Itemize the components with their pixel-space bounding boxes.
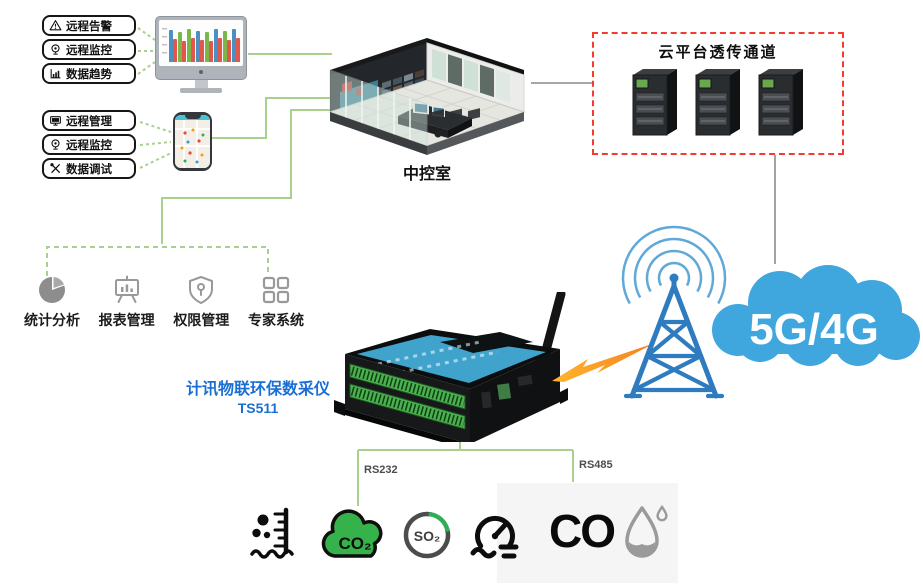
sensor-backdrop xyxy=(497,483,678,583)
bar-pair xyxy=(205,32,213,62)
signal-tower-icon xyxy=(621,225,727,399)
bar-pair xyxy=(214,29,222,62)
cloud-platform-title: 云平台透传通道 xyxy=(658,44,778,61)
monitor-camera-dot xyxy=(199,69,203,74)
func-report-label: 报表管理 xyxy=(98,312,155,328)
rs232-label: RS232 xyxy=(364,464,398,476)
control-room-caption: 中控室 xyxy=(402,166,451,183)
network-cloud: 5G/4G xyxy=(712,265,920,366)
remote-monitor-pill: 远程监控 xyxy=(42,39,136,60)
server-group xyxy=(594,67,842,139)
func-report: 报表管理 xyxy=(93,275,161,330)
func-statistics-label: 统计分析 xyxy=(24,312,80,328)
server-tower-icon xyxy=(632,69,677,136)
func-expert: 专家系统 xyxy=(242,275,310,330)
monitor-frame xyxy=(155,16,247,80)
device-title: 计讯物联环保数采仪 xyxy=(185,381,330,398)
data-trend-label: 数据趋势 xyxy=(66,68,112,81)
bar-pair xyxy=(187,29,195,62)
data-debug-label: 数据调试 xyxy=(66,163,112,176)
monitor-stand xyxy=(194,80,208,88)
control-room-graphic xyxy=(328,38,526,155)
network-cloud-label: 5G/4G xyxy=(749,305,879,354)
smartphone xyxy=(173,112,212,171)
device-model: TS511 xyxy=(237,400,279,416)
so2-sensor-icon: SO₂ xyxy=(403,511,451,559)
remote-monitor2-label: 远程监控 xyxy=(66,139,112,152)
pie-chart-icon xyxy=(39,275,66,303)
data-debug-pill: 数据调试 xyxy=(42,158,136,179)
remote-monitor-label: 远程监控 xyxy=(66,44,112,57)
cloud-platform-box: 云平台透传通道 xyxy=(592,32,844,155)
dashed-bracket-functions xyxy=(46,246,269,276)
monitor-bar-chart xyxy=(169,29,240,62)
monitor-icon xyxy=(50,116,61,126)
remote-alarm-pill: 远程告警 xyxy=(42,15,136,36)
map-graphic xyxy=(175,115,210,168)
co2-sensor-icon: CO₂ xyxy=(321,509,383,558)
grid-icon xyxy=(262,276,290,304)
bar-pair xyxy=(232,29,240,62)
alert-triangle-icon xyxy=(49,20,62,31)
line-device-to-buses xyxy=(357,436,574,506)
device-label: 计讯物联环保数采仪 TS511 xyxy=(158,375,358,416)
bar-pair xyxy=(196,31,204,62)
desktop-monitor xyxy=(155,16,247,93)
co2-label: CO₂ xyxy=(338,534,371,553)
fan-phone-2 xyxy=(139,141,172,146)
bar-pair xyxy=(178,32,186,62)
remote-manage-pill: 远程管理 xyxy=(42,110,136,131)
function-row: 统计分析 报表管理 权限管理 专家系统 xyxy=(18,275,310,330)
webcam-icon xyxy=(51,139,60,150)
server-tower-icon xyxy=(695,69,740,136)
monitor-screen xyxy=(159,20,243,66)
func-permission-label: 权限管理 xyxy=(173,312,230,328)
fan-phone-3 xyxy=(139,152,172,169)
func-statistics: 统计分析 xyxy=(18,275,86,330)
so2-label: SO₂ xyxy=(414,528,440,544)
monitor-y-axis xyxy=(162,28,167,60)
fan-phone-1 xyxy=(139,121,172,133)
gauge-sensor-icon xyxy=(470,515,519,559)
rs485-label: RS485 xyxy=(579,459,613,471)
fan-monitor-1 xyxy=(137,27,156,41)
co-sensor-icon: CO xyxy=(549,505,616,557)
lightning-bolt-icon xyxy=(552,343,655,382)
phone-screen xyxy=(175,115,210,168)
fan-monitor-3 xyxy=(137,61,156,75)
report-board-icon xyxy=(114,275,139,303)
server-tower-icon xyxy=(758,69,803,136)
water-level-sensor-icon xyxy=(250,507,294,559)
phone-notch xyxy=(184,115,201,119)
line-phone-to-room xyxy=(212,97,332,139)
device-graphic xyxy=(334,292,568,442)
func-permission: 权限管理 xyxy=(167,275,235,330)
shield-key-icon xyxy=(189,276,214,304)
remote-manage-label: 远程管理 xyxy=(66,115,112,128)
tools-icon xyxy=(50,163,60,173)
monitor-base xyxy=(180,88,222,93)
remote-alarm-label: 远程告警 xyxy=(66,20,112,33)
water-drop-sensor-icon xyxy=(625,504,668,558)
monitor-chin xyxy=(159,66,243,77)
trend-chart-icon xyxy=(50,69,61,79)
func-expert-label: 专家系统 xyxy=(247,312,304,328)
line-room-to-functions xyxy=(161,109,332,244)
webcam-icon xyxy=(51,44,60,55)
remote-monitor2-pill: 远程监控 xyxy=(42,134,136,155)
bar-pair xyxy=(169,30,177,62)
data-trend-pill: 数据趋势 xyxy=(42,63,136,84)
bar-pair xyxy=(223,31,231,62)
